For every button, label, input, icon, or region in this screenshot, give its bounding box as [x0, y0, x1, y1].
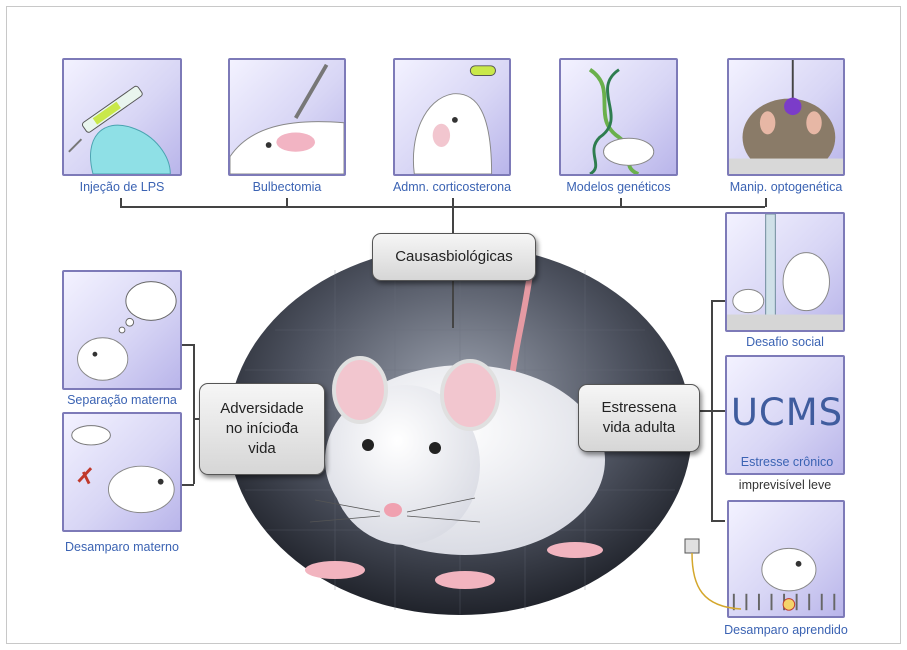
- callout-early-life-adversity: Adversidade no iníciođa vida: [199, 383, 325, 475]
- label-optogenetics: Manip. optogenética: [712, 180, 860, 194]
- optic-fiber-icon: [729, 60, 843, 174]
- connector: [711, 300, 725, 302]
- neglect-icon: [64, 414, 180, 530]
- label-ucms-line2: imprevisível leve: [725, 478, 845, 492]
- label-social-defeat: Desafio social: [725, 335, 845, 349]
- connector: [182, 484, 194, 486]
- shock-generator-icon: [683, 537, 743, 617]
- panel-learned-helplessness: [727, 500, 845, 618]
- connector: [120, 198, 122, 207]
- callout-early-life-line-2: no iníciođa: [226, 419, 299, 439]
- connector: [700, 410, 712, 412]
- panel-bulbectomy: [228, 58, 346, 176]
- label-maternal-neglect: Desamparo materno: [48, 540, 196, 554]
- panel-social-defeat: [725, 212, 845, 332]
- panel-maternal-separation: [62, 270, 182, 390]
- panel-ucms: UCMS Estresse crônico: [725, 355, 845, 475]
- label-bulbectomy: Bulbectomia: [228, 180, 346, 194]
- syringe-icon: [64, 60, 180, 174]
- connector: [711, 410, 725, 412]
- connector: [765, 198, 767, 207]
- label-lps-injection: Injeção de LPS: [62, 180, 182, 194]
- dna-icon: [561, 60, 676, 174]
- callout-adult-stress: Estressena vida adulta: [578, 384, 700, 452]
- pill-icon: [395, 60, 509, 174]
- callout-biological-causes-text: Causasbiológicas: [395, 247, 513, 267]
- panel-optogenetics: [727, 58, 845, 176]
- callout-early-life-line-1: Adversidade: [220, 399, 303, 419]
- panel-genetic-models: [559, 58, 678, 176]
- connector: [620, 198, 622, 207]
- label-learned-helplessness: Desamparo aprendido: [710, 623, 862, 637]
- shock-grid-icon: [729, 502, 843, 616]
- panel-lps-injection: [62, 58, 182, 176]
- connector: [286, 198, 288, 207]
- label-genetic-models: Modelos genéticos: [549, 180, 688, 194]
- label-maternal-separation: Separação materna: [48, 393, 196, 407]
- ucms-overlay: UCMS: [727, 391, 845, 434]
- social-defeat-icon: [727, 214, 843, 330]
- callout-adult-stress-line-1: Estressena: [601, 398, 676, 418]
- connector: [193, 344, 195, 484]
- separated-pup-icon: [64, 272, 180, 388]
- callout-adult-stress-line-2: vida adulta: [603, 418, 676, 438]
- callout-biological-causes: Causasbiológicas: [372, 233, 536, 281]
- label-ucms-line1: Estresse crônico: [727, 455, 845, 469]
- label-corticosterone: Admn. corticosterona: [375, 180, 529, 194]
- connector: [711, 520, 725, 522]
- panel-maternal-neglect: [62, 412, 182, 532]
- scalpel-icon: [230, 60, 344, 174]
- callout-early-life-line-3: vida: [248, 439, 276, 459]
- panel-corticosterone: [393, 58, 511, 176]
- top-connector-bar: [120, 206, 765, 208]
